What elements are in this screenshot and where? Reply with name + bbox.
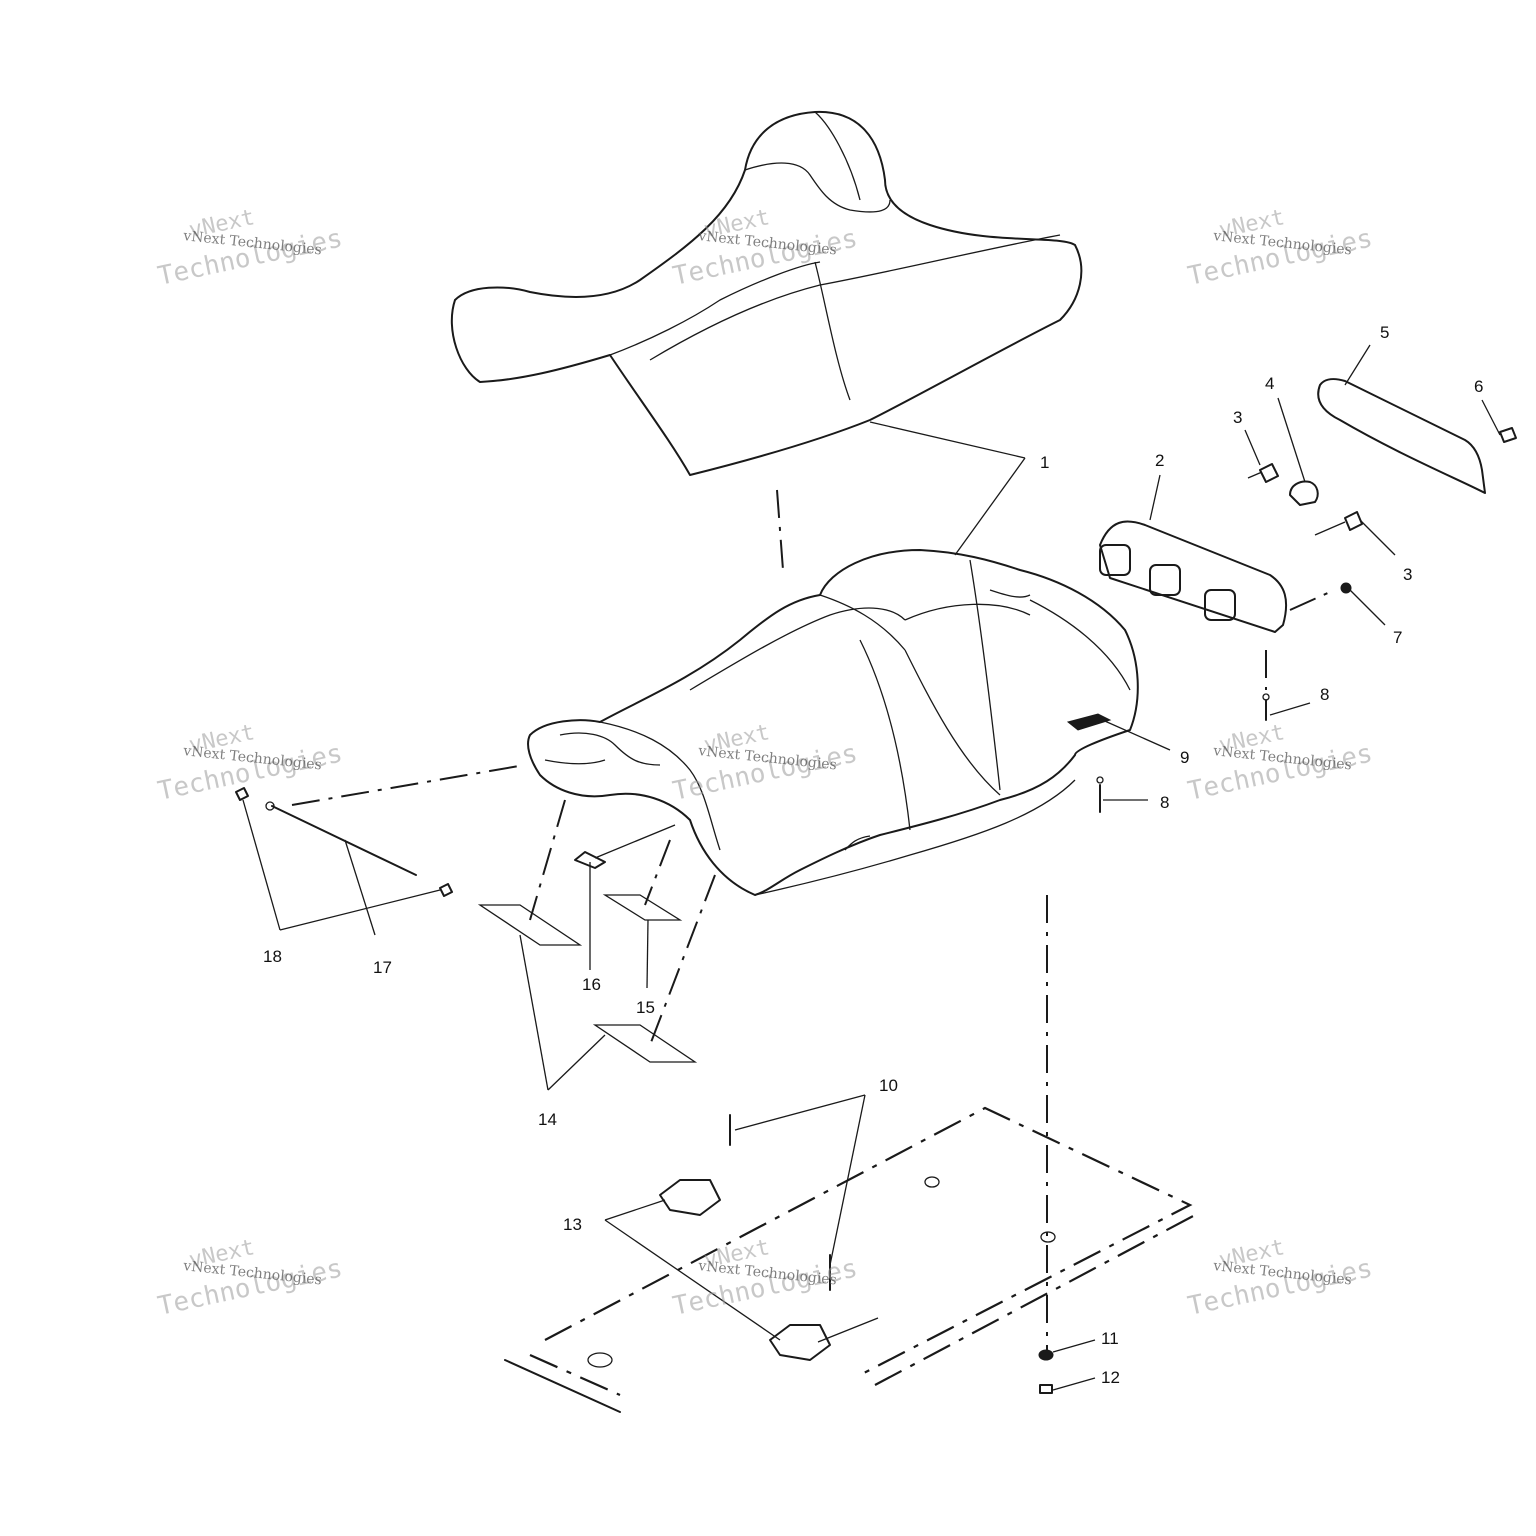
callout-14: 14 (538, 1110, 557, 1129)
callout-3-upper: 3 (1233, 408, 1242, 427)
decal-part-14 (477, 904, 698, 1063)
decal-part-15 (602, 894, 683, 921)
callout-5: 5 (1380, 323, 1389, 342)
bolt-part-8-upper (1262, 693, 1270, 721)
taillight-housing (1099, 520, 1288, 633)
bulb-part-3-lower (1314, 511, 1363, 536)
callout-6: 6 (1474, 377, 1483, 396)
callout-4: 4 (1265, 374, 1274, 393)
callout-2: 2 (1155, 451, 1164, 470)
callout-1: 1 (1040, 453, 1049, 472)
screw-part-6 (1499, 427, 1517, 443)
bolt-part-8-lower (1096, 776, 1104, 813)
callout-8-upper: 8 (1320, 685, 1329, 704)
clip-part-18 (235, 787, 453, 897)
taillight-lens (1317, 378, 1486, 494)
callout-13: 13 (563, 1215, 582, 1234)
assembly-lines (291, 489, 1331, 1355)
callout-7: 7 (1393, 628, 1402, 647)
rod-part-17 (265, 801, 417, 876)
base-plate (504, 1106, 1196, 1413)
callout-8-lower: 8 (1160, 793, 1169, 812)
callout-9: 9 (1180, 748, 1189, 767)
strap-part-16 (574, 824, 676, 869)
callout-12: 12 (1101, 1368, 1120, 1387)
bracket-part-13 (659, 1179, 831, 1361)
screw-part-10 (729, 1114, 831, 1291)
callout-15: 15 (636, 998, 655, 1017)
bolt-part-12 (1039, 1384, 1053, 1394)
seat-assembly (527, 549, 1139, 896)
bulb-part-3-upper (1247, 463, 1279, 483)
callout-11: 11 (1101, 1329, 1119, 1348)
callout-16: 16 (582, 975, 601, 994)
bulb-part-4 (1289, 480, 1319, 506)
callout-10: 10 (879, 1076, 898, 1095)
callout-labels: 1 2 3 3 4 5 6 7 8 8 9 10 11 12 13 14 15 … (263, 323, 1483, 1387)
callout-17: 17 (373, 958, 392, 977)
callout-3-lower: 3 (1403, 565, 1412, 584)
seat-cover (450, 110, 1083, 476)
nut-part-7 (1340, 582, 1352, 594)
leader-lines (242, 344, 1501, 1391)
callout-18: 18 (263, 947, 282, 966)
